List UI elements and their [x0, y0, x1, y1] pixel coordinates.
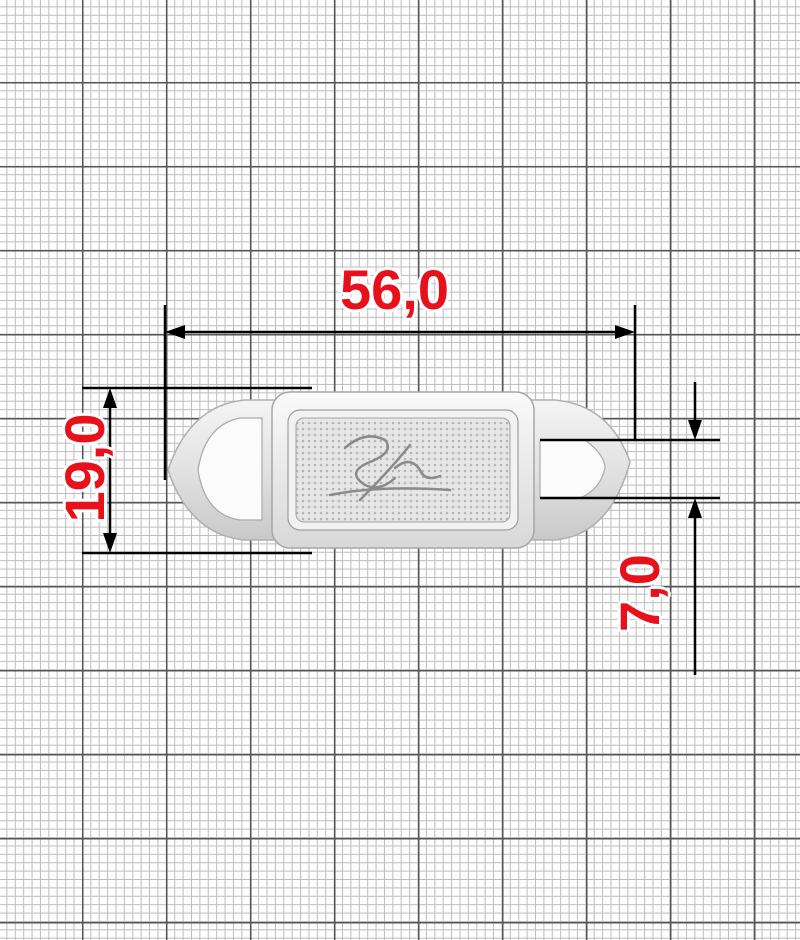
height-dimension-label: 19,0 [53, 413, 116, 523]
height-dimension [82, 386, 312, 555]
slot-dimension [540, 382, 720, 675]
slot-dimension-label: 7,0 [608, 554, 671, 632]
buckle-body [167, 391, 631, 549]
width-dimension-label: 56,0 [340, 258, 449, 321]
left-slot [197, 417, 263, 521]
right-slot [539, 439, 606, 499]
script-logo-icon [328, 435, 452, 502]
width-dimension [163, 305, 637, 480]
dotted-texture [295, 417, 511, 523]
